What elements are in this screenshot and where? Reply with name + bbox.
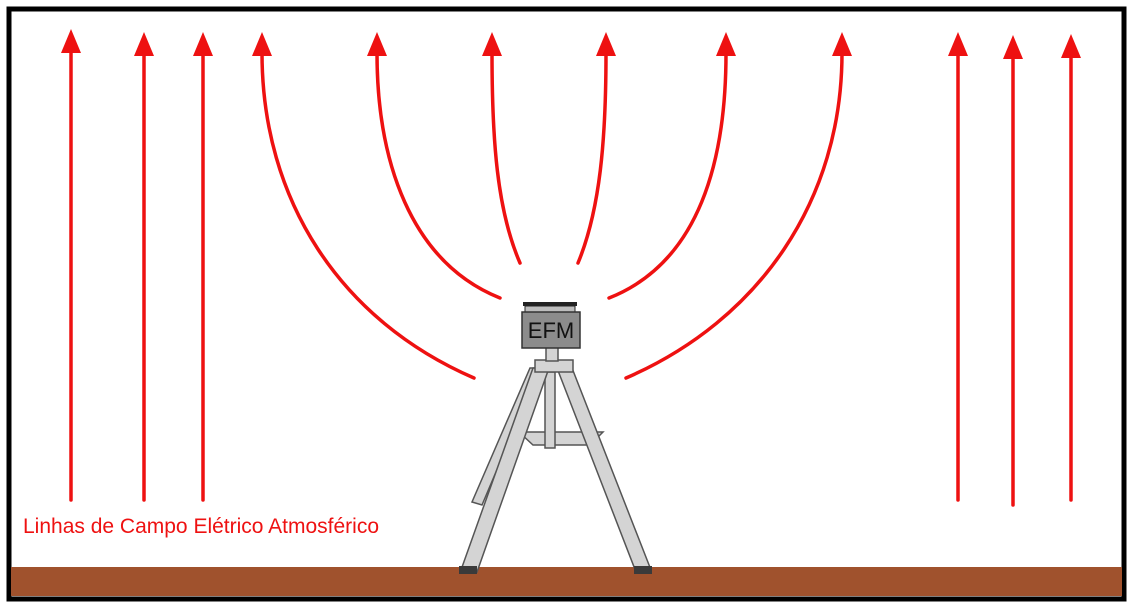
arrow-up-icon [1061,34,1081,58]
field-line-curve-1 [260,51,476,380]
tripod-head-plate [534,359,574,373]
device-label: EFM [528,318,574,343]
field-line-curve-4 [576,51,608,265]
field-line-curve-2 [375,51,502,300]
arrow-up-icon [832,32,852,56]
arrow-up-icon [1003,35,1023,59]
tripod-foot-left [459,566,477,574]
diagram-frame [6,6,1127,602]
arrow-up-icon [596,32,616,56]
arrow-up-icon [367,32,387,56]
arrow-up-icon [482,32,502,56]
sensor-rotor [524,305,576,313]
device-body [521,311,581,349]
tripod-foot-right [634,566,652,574]
tripod-right-leg [555,367,653,573]
field-lines-group [69,48,1073,507]
electric-field-mill: EFM [521,302,581,349]
field-line-curve-5 [607,51,728,300]
field-line-curve-6 [624,51,844,380]
diagram-caption: Linhas de Campo Elétrico Atmosférico [23,515,379,538]
tripod-left-leg [459,367,551,573]
arrow-up-icon [948,32,968,56]
arrow-up-icon [61,29,81,53]
sensor-cap-top [523,302,577,306]
arrow-up-icon [252,32,272,56]
tripod [459,346,653,574]
tripod-center-column [544,371,556,449]
field-line-curve-3 [490,51,522,265]
ground-strip [11,567,1122,596]
arrow-up-icon [716,32,736,56]
arrow-up-icon [134,32,154,56]
device-mount-stem [545,346,559,362]
arrow-up-icon [193,32,213,56]
